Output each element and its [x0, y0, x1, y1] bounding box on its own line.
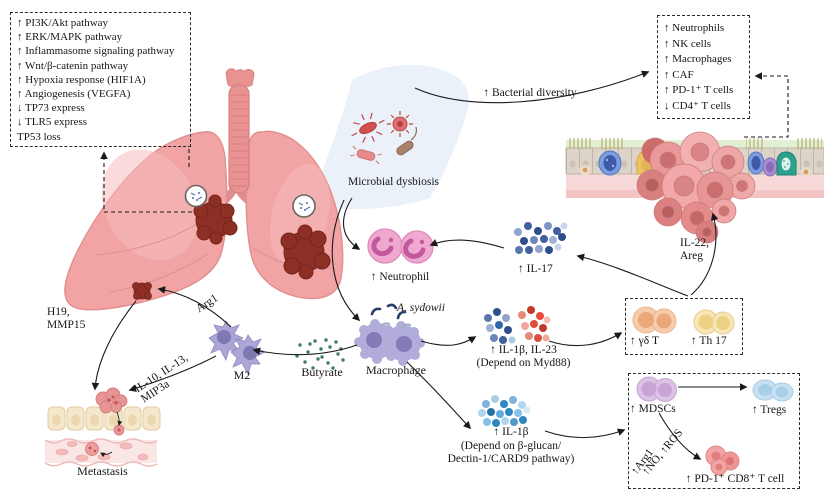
il1b-line2: (Depend on β-glucan/: [460, 439, 562, 452]
il1b-cytokine-dots: [478, 395, 531, 427]
pd1-cd8-label: ↑ PD-1⁺ CD8⁺ T cell: [685, 473, 785, 485]
lungs-illustration: [64, 68, 344, 311]
il22-areg-label: IL-22, Areg: [680, 237, 709, 262]
lung-tumor-right: [280, 224, 331, 280]
il1b-il23-cytokine-dots: [484, 306, 551, 344]
immune-cells-box: ↑ Neutrophils ↑ NK cells ↑ Macrophages ↑…: [657, 15, 750, 119]
il22-line1: IL-22,: [680, 237, 710, 249]
arrow-il1b-to-mdscbox: [544, 428, 626, 439]
gd-t-th17-box: [625, 298, 743, 355]
arrow-mdsc-to-pd1cd8: [658, 412, 702, 460]
dashed-connectors: [100, 72, 789, 213]
mdsc-cells: [636, 376, 677, 402]
pathway-item: ↓ TLR5 express: [17, 116, 88, 129]
il1b-label: ↑ IL-1β (Depend on β-glucan/ Dectin-1/CA…: [426, 426, 596, 467]
flow-arrows: [91, 70, 748, 460]
pd1-cd8-t-cells: [705, 445, 740, 476]
pathway-item: ↑ Hypoxia response (HIF1A): [17, 73, 146, 86]
il1b-line1: ↑ IL-1β: [493, 426, 529, 438]
il17-label: ↑ IL-17: [518, 263, 553, 275]
microbial-dysbiosis-wedge: [310, 64, 469, 210]
mdscs-label: ↑ MDSCs: [630, 403, 676, 415]
pathway-item: ↑ Wnt/β-catenin pathway: [17, 59, 129, 72]
il22-line2: Areg: [680, 249, 703, 262]
gd-t-label: ↑ γδ T: [630, 335, 660, 347]
il1b-il23-line1: ↑ IL-1β, IL-23: [490, 344, 557, 356]
pathway-item: ↑ PI3K/Akt pathway: [17, 17, 109, 29]
pathway-item: TP53 loss: [17, 130, 61, 143]
butyrate-label: Butyrate: [301, 365, 343, 379]
neutrophil-label: ↑ Neutrophil: [370, 271, 430, 283]
il1b-line3: Dectin-1/CARD9 pathway): [447, 453, 575, 465]
metastasis-label: Metastasis: [77, 464, 128, 478]
macrophage-label: Macrophage: [366, 363, 426, 377]
tumor-tissue-strip: [565, 131, 824, 244]
arrow-il17-to-neutrophil: [429, 239, 505, 249]
arrow-m2-arg1-to-nodule: [157, 286, 232, 328]
pathway-item: ↑ ERK/MAPK pathway: [17, 31, 123, 44]
neutrophil-cells: [367, 228, 434, 264]
il1b-il23-label: ↑ IL-1β, IL-23 (Depend on Myd88): [466, 344, 581, 370]
il17-cytokine-dots: [514, 222, 568, 254]
arrow-gdtbox-to-il17: [576, 253, 689, 297]
treg-cells: [752, 379, 794, 402]
m2-label: M2: [233, 368, 251, 382]
immune-item: ↑ Macrophages: [664, 53, 732, 66]
immune-item: ↑ CAF: [664, 68, 694, 81]
pathway-item: ↑ Inflammasome signaling pathway: [17, 45, 175, 58]
pathway-item: ↓ TP73 express: [17, 102, 85, 115]
th17-cells: [693, 309, 735, 335]
arrow-nodule-to-metastasis: [91, 300, 137, 391]
spiky-bacterium-icon: [351, 112, 385, 143]
arrow-dysbiosis-to-neutrophil: [343, 197, 361, 250]
butyrate-dots: [295, 338, 345, 370]
a-sydowii-spores: [370, 303, 412, 331]
arrow-butyrate-to-m2: [252, 344, 358, 356]
mdsc-box: [628, 373, 800, 489]
il1b-il23-line2: (Depend on Myd88): [476, 357, 571, 369]
immune-item: ↑ PD-1⁺ T cells: [664, 84, 734, 97]
h19-line2: MMP15: [47, 318, 86, 331]
trachea: [228, 84, 250, 194]
metastasis-illustration: [44, 387, 161, 467]
immune-item: ↑ NK cells: [664, 37, 712, 50]
th17-label: ↑ Th 17: [691, 335, 727, 347]
immune-item: ↓ CD4⁺ T cells: [664, 99, 731, 112]
metastatic-tumor-cluster: [95, 387, 128, 414]
gd-t-cells: [632, 306, 677, 334]
lung-tumor-nodule: [132, 282, 152, 300]
magnifier-icon-left: [184, 184, 208, 208]
macrophage-cells: [354, 303, 425, 366]
lung-tumor-left: [193, 194, 238, 245]
arrow-bacterial-diversity: [414, 70, 650, 104]
arrow-dysbiosis-to-macrophage: [331, 199, 361, 322]
bacterial-diversity-label: ↑ Bacterial diversity: [483, 87, 577, 99]
virus-icon: [387, 111, 413, 137]
arrow-m2-to-metastasis: [128, 355, 217, 392]
magnifier-icon-right: [292, 194, 316, 218]
flagellated-bacterium-icon: [396, 126, 418, 156]
arrow-il1b-il23-to-gdtbox: [548, 332, 623, 347]
pathway-item: ↑ Angiogenesis (VEGFA): [17, 88, 131, 101]
h19-line1: H19,: [47, 306, 70, 318]
dashed-tumor-to-immune-box: [744, 72, 789, 138]
pathways-box: ↑ PI3K/Akt pathway ↑ ERK/MAPK pathway ↑ …: [10, 12, 191, 147]
dashed-tumor-to-pathways-box: [100, 151, 192, 213]
arrow-macrophage-to-il1b-il23: [420, 336, 477, 346]
h19-mmp15-label: H19, MMP15: [47, 306, 85, 331]
m2-macrophage-cells: [208, 320, 266, 376]
immune-item: ↑ Neutrophils: [664, 22, 725, 34]
a-sydowii-label: A. sydowii: [397, 302, 445, 314]
arrow-macrophage-to-il1b: [406, 361, 472, 430]
arrow-il22-areg-to-tumor: [690, 212, 719, 296]
bacillus-icon: [350, 145, 382, 165]
microbial-dysbiosis-label: Microbial dysbiosis: [347, 176, 440, 188]
tregs-label: ↑ Tregs: [752, 404, 787, 416]
tumor-mass: [636, 131, 756, 244]
